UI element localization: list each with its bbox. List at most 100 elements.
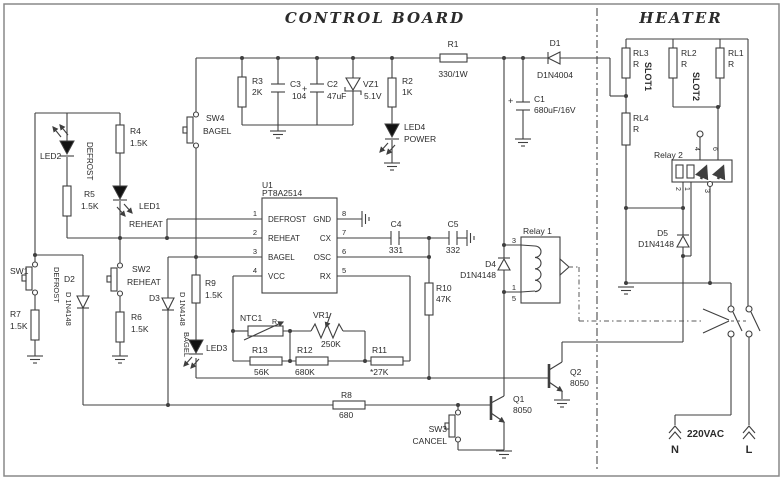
junction-dot bbox=[194, 255, 198, 259]
junction-dot bbox=[231, 329, 235, 333]
wires bbox=[34, 38, 750, 451]
r9-ref: R9 bbox=[205, 278, 216, 288]
capacitor-c4 bbox=[390, 231, 400, 245]
led4-val: POWER bbox=[404, 134, 436, 144]
junction-dot bbox=[456, 403, 460, 407]
switch-sw4 bbox=[182, 111, 200, 149]
u1-pin-gnd: GND bbox=[313, 215, 331, 224]
ground-icon bbox=[270, 130, 286, 139]
junction-dot bbox=[502, 243, 506, 247]
diode-d3 bbox=[161, 297, 175, 312]
junction-dot bbox=[681, 254, 685, 258]
sw1-ref: SW1 bbox=[10, 266, 29, 276]
junction-dot bbox=[240, 56, 244, 60]
junction-dot bbox=[624, 281, 628, 285]
relay2-pin3: 3 bbox=[703, 189, 710, 193]
resistor-r6 bbox=[115, 311, 125, 343]
junction-dot bbox=[502, 56, 506, 60]
d2-ref: D2 bbox=[64, 274, 75, 284]
c2-val: 47uF bbox=[327, 91, 346, 101]
d1-ref: D1 bbox=[550, 38, 561, 48]
led3-ref: LED3 bbox=[206, 343, 228, 353]
led4-power-led bbox=[379, 123, 400, 155]
d4-val: D1N4148 bbox=[460, 270, 496, 280]
r13-val: 56K bbox=[254, 367, 269, 377]
slot1-label: SLOT1 bbox=[643, 62, 653, 91]
c5-val: 332 bbox=[446, 245, 460, 255]
ground-symbols bbox=[27, 130, 634, 459]
resistor-r2 bbox=[387, 77, 397, 108]
r6-ref: R6 bbox=[131, 312, 142, 322]
c1-val: 680uF/16V bbox=[534, 105, 576, 115]
u1-pin-reheat: REHEAT bbox=[268, 234, 300, 243]
relay2-pin1: 1 bbox=[683, 187, 690, 191]
rl3-val: R bbox=[633, 59, 639, 69]
r10-val: 47K bbox=[436, 294, 451, 304]
sw3-ref: SW3 bbox=[429, 424, 448, 434]
led4-ref: LED4 bbox=[404, 122, 426, 132]
junction-dots bbox=[33, 56, 720, 407]
transistor-q1 bbox=[489, 395, 505, 423]
ground-icon bbox=[112, 355, 128, 364]
r9-val: 1.5K bbox=[205, 290, 223, 300]
junction-dot bbox=[165, 236, 169, 240]
r13-ref: R13 bbox=[252, 345, 268, 355]
rl3-ref: RL3 bbox=[633, 48, 649, 58]
switch-sw3 bbox=[444, 409, 462, 443]
d1-val: D1N4004 bbox=[537, 70, 573, 80]
r8-ref: R8 bbox=[341, 390, 352, 400]
led3-bagel-led bbox=[183, 339, 204, 369]
ntc1-r: R bbox=[272, 319, 277, 326]
junction-dot bbox=[427, 255, 431, 259]
rl2-ref: RL2 bbox=[681, 48, 697, 58]
rl4-val: R bbox=[633, 124, 639, 134]
control-board-title: CONTROL BOARD bbox=[285, 9, 465, 27]
c5-ref: C5 bbox=[448, 219, 459, 229]
vr1-val: 250K bbox=[321, 339, 341, 349]
relay2-pin6: 6 bbox=[711, 147, 718, 151]
r7-val: 1.5K bbox=[10, 321, 28, 331]
sw4-ref: SW4 bbox=[206, 113, 225, 123]
resistor-r10 bbox=[424, 282, 434, 316]
junction-dot bbox=[708, 281, 712, 285]
d3-val: D 1N4148 bbox=[178, 292, 187, 326]
junction-dot bbox=[624, 94, 628, 98]
vz1-val: 5.1V bbox=[364, 91, 382, 101]
relay1 bbox=[520, 236, 570, 304]
q2-val: 8050 bbox=[570, 378, 589, 388]
page-border bbox=[3, 3, 780, 477]
ground-icon bbox=[384, 162, 400, 171]
junction-dot bbox=[681, 206, 685, 210]
r5-val: 1.5K bbox=[81, 201, 99, 211]
resistor-rl3 bbox=[621, 47, 631, 79]
slot2-label: SLOT2 bbox=[691, 72, 701, 101]
led3-bagel: BAGEL bbox=[182, 332, 191, 357]
mains-voltage: 220VAC bbox=[687, 429, 724, 440]
ground-icon bbox=[618, 286, 634, 295]
led1-val: REHEAT bbox=[129, 219, 163, 229]
c4-val: 331 bbox=[389, 245, 403, 255]
switch-sw1 bbox=[21, 261, 39, 296]
r2-ref: R2 bbox=[402, 76, 413, 86]
c3-ref: C3 bbox=[290, 79, 301, 89]
led1-reheat-led bbox=[112, 185, 133, 217]
relay1-pin3: 3 bbox=[512, 236, 516, 245]
c3-val: 104 bbox=[292, 91, 306, 101]
u1-pin-osc: OSC bbox=[314, 253, 332, 262]
junction-dot bbox=[118, 236, 122, 240]
line-terminal bbox=[742, 425, 756, 440]
ground-icon bbox=[554, 399, 570, 408]
resistor-r4 bbox=[115, 124, 125, 154]
resistor-r12 bbox=[295, 356, 329, 366]
junction-dot bbox=[427, 376, 431, 380]
q1-val: 8050 bbox=[513, 405, 532, 415]
junction-dot bbox=[276, 56, 280, 60]
u1-val: PT8A2514 bbox=[262, 188, 302, 198]
junction-dot bbox=[288, 359, 292, 363]
capacitor-c5 bbox=[448, 231, 458, 245]
u1-pinnum-5: 5 bbox=[342, 266, 346, 275]
junction-dot bbox=[390, 56, 394, 60]
u1-pin-defrost: DEFROST bbox=[268, 215, 306, 224]
r12-ref: R12 bbox=[297, 345, 313, 355]
